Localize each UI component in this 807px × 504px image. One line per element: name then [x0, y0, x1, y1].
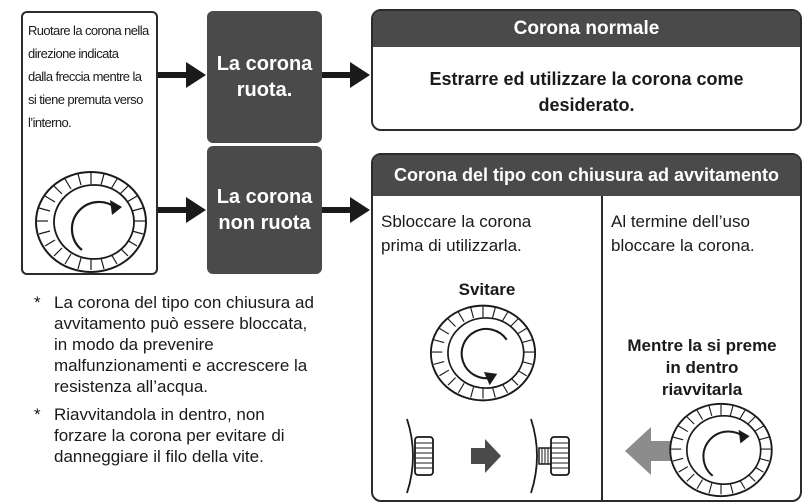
column-divider [601, 196, 603, 501]
note-item: * La corona del tipo con chiusura ad avv… [34, 292, 354, 397]
screw-lock-crown-title: Corona del tipo con chiusura ad avvitame… [373, 155, 800, 196]
crown-icon [669, 402, 773, 498]
arrow-right-icon [158, 197, 206, 223]
normal-crown-body: Estrarre ed utilizzare la corona come de… [429, 69, 744, 115]
unscrew-label: Svitare [458, 280, 516, 299]
unlock-instruction-text: Sbloccare la corona prima di utilizzarla… [381, 212, 532, 255]
lock-instruction-text: Al termine dell’uso bloccare la corona. [611, 212, 755, 255]
arrow-right-icon [322, 62, 370, 88]
note-text: La corona del tipo con chiusura ad avvit… [54, 293, 314, 396]
outcome-rotates-label: La corona ruota. [216, 53, 313, 101]
normal-crown-title: Corona normale [373, 11, 800, 47]
note-asterisk: * [34, 293, 41, 312]
outcome-not-rotates-label: La corona non ruota [216, 186, 313, 234]
outcome-not-rotates-box: La corona non ruota [207, 146, 322, 274]
push-arrow-icon [625, 427, 681, 475]
normal-crown-box: Corona normale Estrarre ed utilizzare la… [371, 9, 802, 131]
note-asterisk: * [34, 405, 41, 424]
crown-side-view-icon [406, 418, 570, 494]
step-instruction-box: Ruotare la corona nella direzione indica… [21, 11, 158, 275]
arrow-right-icon [158, 62, 206, 88]
crown-icon [35, 171, 147, 273]
screw-back-label: Mentre la si preme in dentro riavvitarla [627, 336, 777, 399]
arrow-right-icon [322, 197, 370, 223]
crown-icon [429, 304, 537, 402]
note-item: * Riavvitandola in dentro, non forzare l… [34, 404, 354, 467]
screw-lock-crown-box: Corona del tipo con chiusura ad avvitame… [371, 153, 802, 502]
step-instruction-text: Ruotare la corona nella direzione indica… [28, 23, 149, 130]
arrow-right-icon [471, 439, 501, 473]
note-text: Riavvitandola in dentro, non forzare la … [54, 405, 285, 466]
outcome-rotates-box: La corona ruota. [207, 11, 322, 143]
